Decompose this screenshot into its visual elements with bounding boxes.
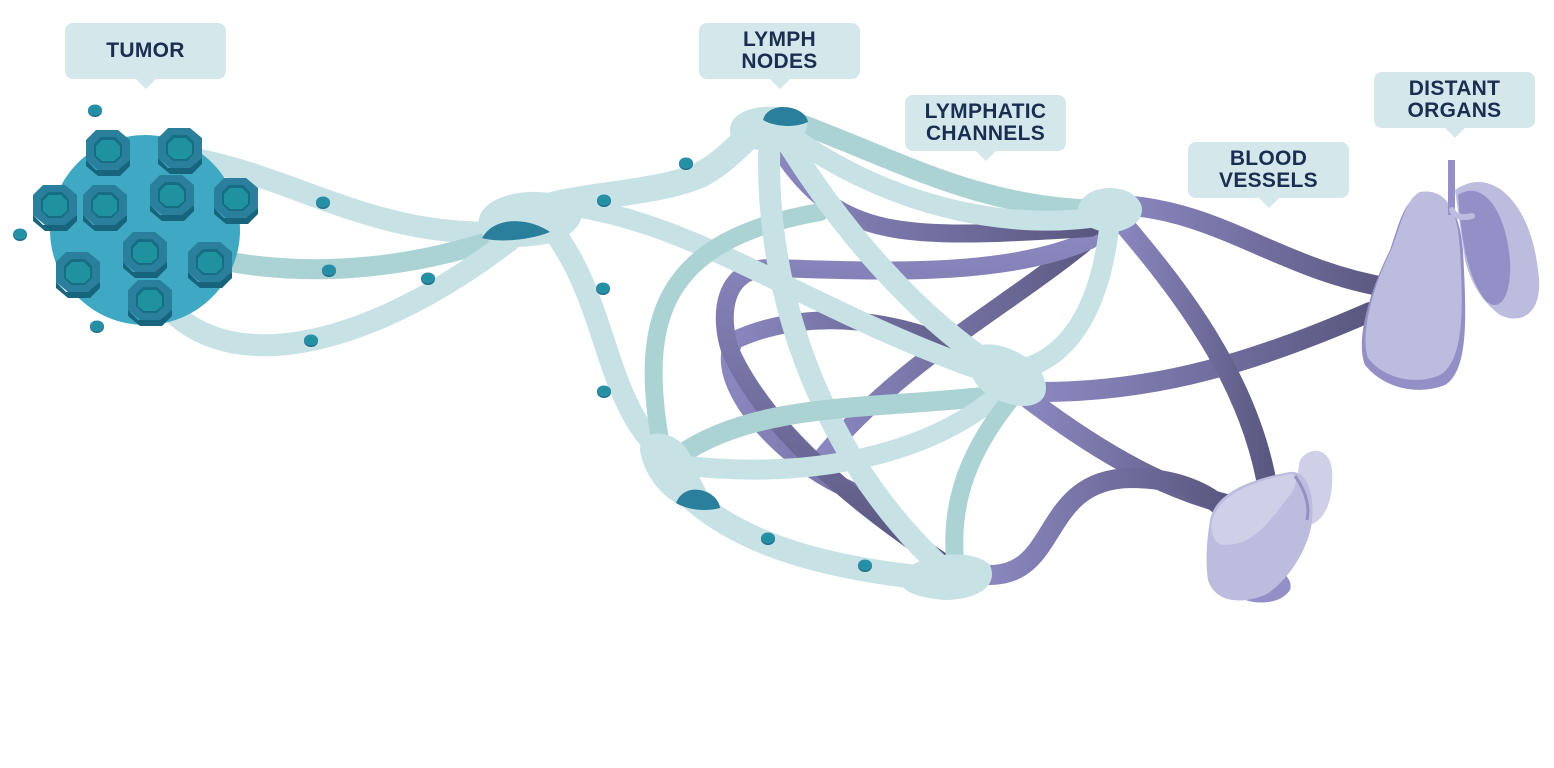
tumor-cell	[761, 532, 775, 545]
tumor-cell	[597, 385, 611, 398]
tumor-cell	[858, 559, 872, 572]
lymphatic-channel	[758, 119, 961, 586]
lymphatic-channel	[945, 391, 1019, 569]
callout-distant-organs-line-1: DISTANT	[1408, 77, 1501, 100]
lymphatic-channel	[780, 125, 1120, 231]
lymphatic-channel	[670, 375, 1020, 480]
callout-distant-organs-line-2: ORGANS	[1407, 99, 1502, 122]
callout-lymph-nodes-line-2: NODES	[741, 50, 818, 73]
callout-lymphatic-channels-line-2: CHANNELS	[925, 122, 1046, 145]
tumor-cell	[13, 228, 27, 241]
lymphatic-channel	[769, 119, 1011, 381]
tumor-cell	[322, 264, 336, 277]
blood-vessel	[1110, 195, 1400, 298]
tumor-cell-cluster	[33, 128, 258, 326]
tumor-cell	[597, 194, 611, 207]
lymphatic-channel	[529, 204, 676, 466]
lungs	[1361, 160, 1540, 390]
callout-tumor-line-1: TUMOR	[106, 39, 185, 62]
lymphatic-channel	[670, 385, 1010, 465]
callout-distant-organs: DISTANT ORGANS	[1374, 72, 1535, 138]
tumor-cell	[679, 157, 693, 170]
lymphatic-channels	[159, 107, 1120, 592]
lymph-node	[640, 433, 720, 511]
callout-blood-vessels: BLOOD VESSELS	[1188, 142, 1349, 208]
lymph-nodes	[478, 106, 1142, 600]
blood-vessel	[980, 467, 1235, 585]
tumor-cell	[316, 196, 330, 209]
blood-vessel	[1110, 210, 1278, 500]
lymph-node	[478, 191, 582, 247]
callout-tumor: TUMOR	[65, 23, 226, 89]
callout-lymph-nodes: LYMPH NODES	[699, 23, 860, 89]
callout-lymphatic-channels-line-1: LYMPHATIC	[924, 100, 1047, 123]
callout-blood-vessels-line-1: BLOOD	[1229, 147, 1308, 170]
lymph-node	[900, 554, 992, 600]
callout-blood-vessels-line-2: VESSELS	[1219, 169, 1318, 192]
lymphatic-channel	[550, 195, 1020, 390]
blood-vessel	[715, 231, 1099, 569]
callout-lymphatic-channels: LYMPHATIC CHANNELS	[905, 95, 1066, 161]
lymph-node	[969, 344, 1046, 406]
tumor-cell	[90, 320, 104, 333]
lymphatic-channel	[210, 228, 510, 280]
lymphatic-channel	[780, 110, 1120, 220]
tumor-cell	[421, 272, 435, 285]
lymphatic-channel	[189, 149, 521, 244]
callout-lymph-nodes-line-1: LYMPH	[742, 28, 817, 51]
tumor-cell	[596, 282, 610, 295]
tumor-cell	[88, 104, 102, 117]
lymph-node	[1078, 188, 1142, 232]
blood-vessel	[1030, 302, 1380, 402]
liver	[1206, 450, 1333, 603]
lymph-node	[730, 106, 808, 150]
tumor-cell	[304, 334, 318, 347]
